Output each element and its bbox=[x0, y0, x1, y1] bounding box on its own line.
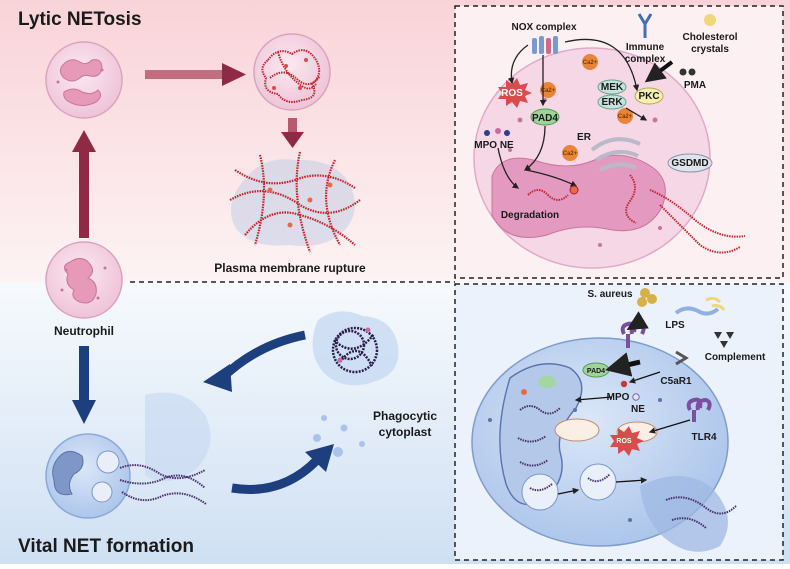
lytic-chromatin bbox=[527, 174, 746, 254]
vital-cell bbox=[471, 337, 729, 552]
arrow-to-cytoplast bbox=[231, 444, 334, 494]
lps-label: LPS bbox=[665, 320, 685, 331]
phagocytic-label-2: cytoplast bbox=[379, 425, 432, 439]
pma-label: PMA bbox=[684, 80, 706, 91]
cholesterol-crystal-icon bbox=[704, 14, 716, 26]
neutrophil-cell bbox=[45, 241, 123, 319]
vital-pathway-arrows bbox=[557, 311, 691, 495]
saureus-label: S. aureus bbox=[587, 289, 632, 300]
ca-text-2: Ca2+ bbox=[541, 88, 556, 94]
vital-net-cell bbox=[45, 392, 211, 519]
pad4-enzyme bbox=[530, 108, 560, 126]
chol-label-2: crystals bbox=[691, 44, 729, 55]
pad4-complex-vital bbox=[538, 376, 556, 388]
complement-label: Complement bbox=[705, 352, 766, 363]
mek-kinase bbox=[597, 79, 627, 95]
net-cell-top bbox=[253, 33, 331, 111]
ne-granule bbox=[632, 393, 640, 401]
erk-kinase bbox=[597, 94, 627, 110]
c5ar1-label: C5aR1 bbox=[660, 376, 692, 387]
arrow-down-lytic bbox=[281, 118, 304, 148]
chol-label-1: Cholesterol bbox=[682, 32, 737, 43]
lytic-pathway-arrows bbox=[497, 38, 648, 189]
ros-label-lytic: ROS bbox=[501, 88, 523, 99]
cytoplast-dots bbox=[313, 415, 365, 457]
pad4-label-vital: PAD4 bbox=[587, 368, 605, 375]
ca-text-3: Ca2+ bbox=[618, 114, 633, 120]
lps-icon bbox=[674, 296, 726, 316]
arrow-down-vital bbox=[72, 346, 96, 424]
lytic-title: Lytic NETosis bbox=[18, 9, 142, 30]
mpo-ne-label: MPO NE bbox=[474, 140, 514, 151]
rupture-label: Plasma membrane rupture bbox=[214, 261, 366, 275]
mpo-label-vital: MPO bbox=[607, 392, 630, 403]
ca-text-1: Ca2+ bbox=[583, 60, 598, 66]
net-ball bbox=[312, 311, 399, 386]
nox-label: NOX complex bbox=[511, 22, 576, 33]
immune-label-2: complex bbox=[625, 54, 666, 65]
immune-label-1: Immune bbox=[626, 42, 665, 53]
arrow-up-lytic bbox=[72, 130, 96, 238]
neutrophil-label: Neutrophil bbox=[54, 324, 114, 338]
pad4-label-lytic: PAD4 bbox=[532, 113, 558, 124]
arrow-right-lytic bbox=[145, 63, 246, 86]
mpo-ne-granules bbox=[484, 128, 510, 136]
gsdmd-label: GSDMD bbox=[671, 158, 708, 169]
ros-label-vital: ROS bbox=[616, 438, 632, 445]
pkc-label: PKC bbox=[638, 91, 659, 102]
mek-label: MEK bbox=[601, 82, 624, 93]
ruptured-net bbox=[229, 151, 361, 253]
pma-icon bbox=[679, 68, 696, 76]
y-antibody-icon bbox=[637, 13, 653, 38]
ros-burst-icon-vital bbox=[610, 426, 644, 456]
s-aureus-icon bbox=[637, 288, 657, 307]
vital-chromatin bbox=[517, 389, 737, 529]
vital-title: Vital NET formation bbox=[18, 536, 194, 557]
degradation-label: Degradation bbox=[501, 210, 559, 221]
pkc-kinase bbox=[634, 87, 664, 105]
ne-label-vital: NE bbox=[631, 404, 645, 415]
arrow-curve-back bbox=[203, 330, 306, 392]
gsdmd-pore bbox=[667, 153, 713, 173]
calcium-ions: Ca2+ Ca2+ Ca2+ Ca2+ bbox=[540, 54, 633, 161]
neutrophil-top bbox=[45, 41, 123, 119]
nox-receptor bbox=[532, 36, 558, 54]
erk-label: ERK bbox=[601, 97, 623, 108]
phagocytic-label-1: Phagocytic bbox=[373, 409, 437, 423]
ca-text-4: Ca2+ bbox=[563, 151, 578, 157]
mpo-granule bbox=[620, 380, 628, 388]
tlr4-label: TLR4 bbox=[692, 432, 717, 443]
pma-arrow bbox=[644, 60, 674, 83]
er-label: ER bbox=[577, 132, 592, 143]
ros-burst-icon bbox=[498, 78, 532, 108]
complement-icon bbox=[714, 332, 734, 348]
